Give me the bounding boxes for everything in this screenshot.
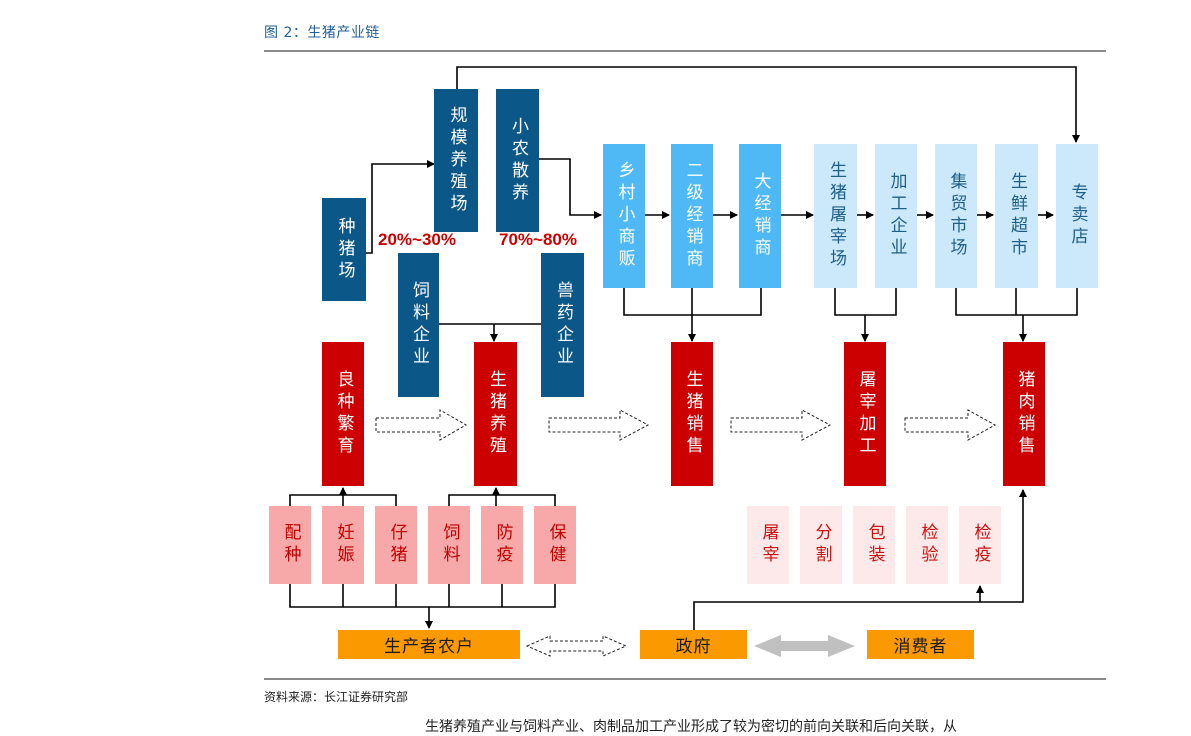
regulation-box: 屠宰 xyxy=(747,506,789,584)
stage-box: 屠宰加工 xyxy=(844,342,886,486)
breeding-farm-box: 种猪场 xyxy=(322,198,366,301)
gray-double-arrow xyxy=(754,635,855,657)
small-farm-box: 小农散养 xyxy=(496,89,539,232)
input-box: 仔猪 xyxy=(375,506,417,584)
input-box: 防疫 xyxy=(481,506,523,584)
distribution-box: 专卖店 xyxy=(1056,144,1098,288)
vet-company-box: 兽药企业 xyxy=(541,253,584,397)
large-farm-share: 20%~30% xyxy=(378,230,456,249)
consumers-box: 消费者 xyxy=(867,630,974,659)
flow-arrow xyxy=(548,409,650,441)
small-farm-share: 70%~80% xyxy=(499,230,577,249)
distribution-box: 集贸市场 xyxy=(935,144,977,288)
source-note: 资料来源：长江证券研究部 xyxy=(264,690,409,704)
input-box: 饲料 xyxy=(428,506,470,584)
regulation-box: 检验 xyxy=(906,506,948,584)
input-box: 妊娠 xyxy=(322,506,364,584)
bottom-divider xyxy=(264,678,1106,680)
distribution-box: 大经销商 xyxy=(739,144,781,288)
stage-box: 猪肉销售 xyxy=(1003,342,1045,486)
figure-caption: 图 2：生猪产业链 xyxy=(264,25,380,41)
flow-arrow xyxy=(730,409,832,441)
producers-box: 生产者农户 xyxy=(338,630,520,659)
input-box: 配种 xyxy=(269,506,311,584)
stage-box: 生猪养殖 xyxy=(474,342,517,486)
flow-arrow xyxy=(904,409,997,441)
bracket-farming-inputs xyxy=(448,494,556,507)
distribution-box: 加工企业 xyxy=(875,144,917,288)
flow-arrow xyxy=(375,409,468,441)
bracket-to-producers xyxy=(289,584,556,608)
distribution-box: 乡村小商贩 xyxy=(603,144,645,288)
regulation-box: 包装 xyxy=(853,506,895,584)
top-divider xyxy=(264,50,1106,52)
bracket-processors xyxy=(834,288,897,316)
connector-government xyxy=(693,489,1027,630)
stage-box: 生猪销售 xyxy=(671,342,713,486)
body-text: 生猪养殖产业与饲料产业、肉制品加工产业形成了较为密切的前向关联和后向关联，从 xyxy=(425,719,957,735)
distribution-box: 生猪屠宰场 xyxy=(814,144,857,288)
connector-small-to-vendor xyxy=(539,158,602,219)
regulation-box: 检疫 xyxy=(959,506,1001,584)
regulation-box: 分割 xyxy=(800,506,842,584)
connector-breeding-to-large xyxy=(366,160,435,254)
connector-large-to-store xyxy=(456,66,1080,143)
input-box: 保健 xyxy=(534,506,576,584)
feed-company-box: 饲料企业 xyxy=(398,253,439,397)
stage-box: 良种繁育 xyxy=(322,342,364,486)
government-box: 政府 xyxy=(640,630,747,659)
distribution-box: 生鲜超市 xyxy=(995,144,1038,288)
large-farm-box: 规模养殖场 xyxy=(434,89,478,232)
distribution-box: 二级经销商 xyxy=(671,144,713,288)
flow-arrow-bidirectional xyxy=(525,635,628,657)
